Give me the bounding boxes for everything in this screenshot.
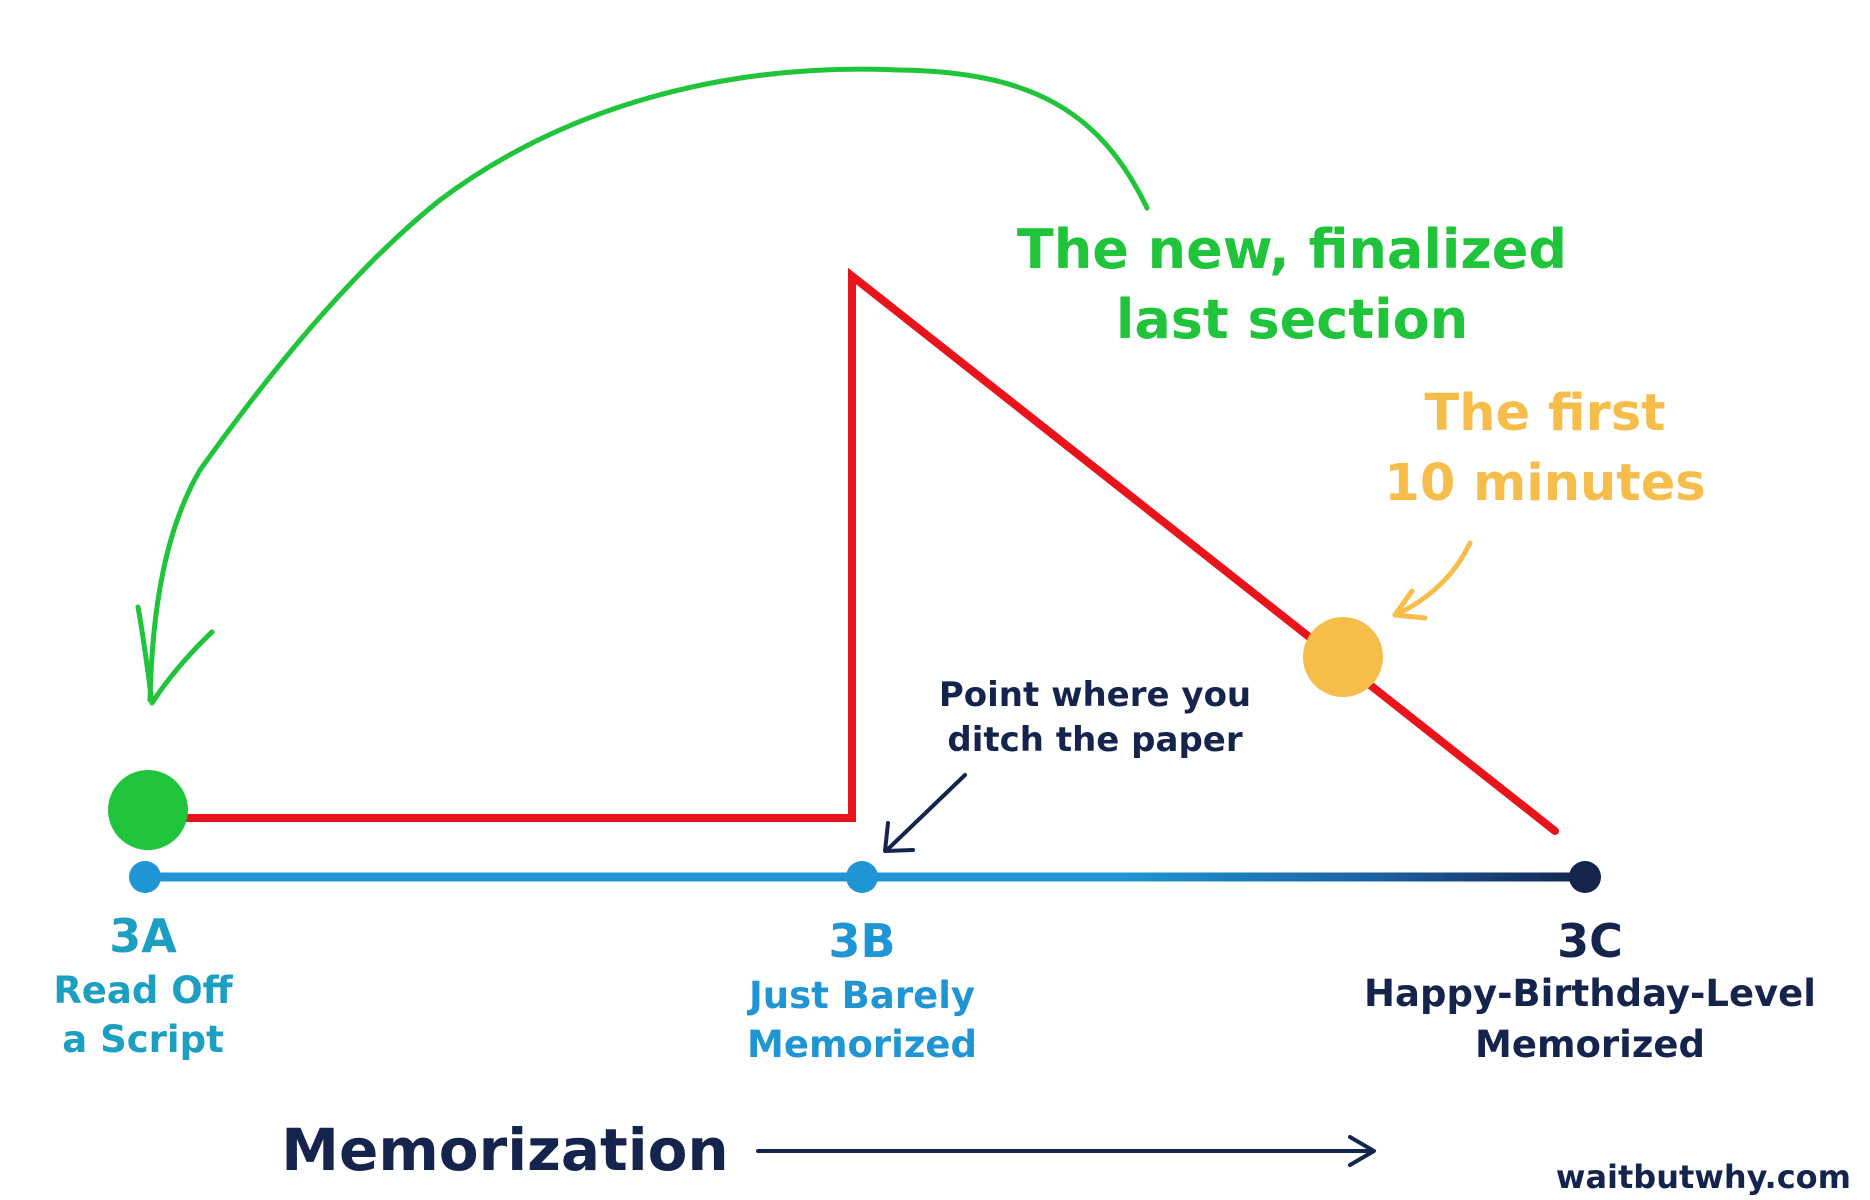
ditch-pointer-arrow [885,773,967,852]
ditch-pointer-arrowhead [883,821,915,853]
new-section-label-line2: last section [1116,288,1468,351]
first-minutes-label-line1: The first [1424,384,1665,443]
stage-3c-marker [1569,861,1601,893]
stage-3b-code: 3B [828,914,895,968]
orange-pointer-arrowhead [1392,588,1428,621]
orange-pointer-arrow [1392,540,1473,618]
ditch-paper-label-line1: Point where you [939,675,1251,715]
green-arrowhead [135,604,215,706]
green-start-dot [108,770,188,850]
stage-3b-description-line1: Just Barely [746,974,975,1017]
stage-3a-marker [129,861,161,893]
memorization-direction-arrowhead [1348,1135,1376,1167]
stage-3b-description-line2: Memorized [747,1023,977,1066]
stage-3c-description-line1: Happy-Birthday-Level [1364,972,1816,1015]
new-section-label-line1: The new, finalized [1017,218,1567,281]
stage-3a-description-line1: Read Off [53,969,233,1012]
green-curved-arrow [147,66,1150,703]
stage-3b-marker [846,861,878,893]
orange-first-minutes-dot [1303,617,1383,697]
site-credit: waitbutwhy.com [1556,1158,1851,1196]
stage-3a-code: 3A [109,909,177,963]
stage-3a-description-line2: a Script [62,1018,224,1061]
ditch-paper-label-line2: ditch the paper [947,720,1242,760]
first-minutes-label-line2: 10 minutes [1384,454,1705,513]
red-progress-path [144,267,1559,835]
stage-3c-description-line2: Memorized [1475,1023,1705,1066]
stage-3c-code: 3C [1557,914,1623,968]
memorization-axis-label: Memorization [281,1116,728,1184]
